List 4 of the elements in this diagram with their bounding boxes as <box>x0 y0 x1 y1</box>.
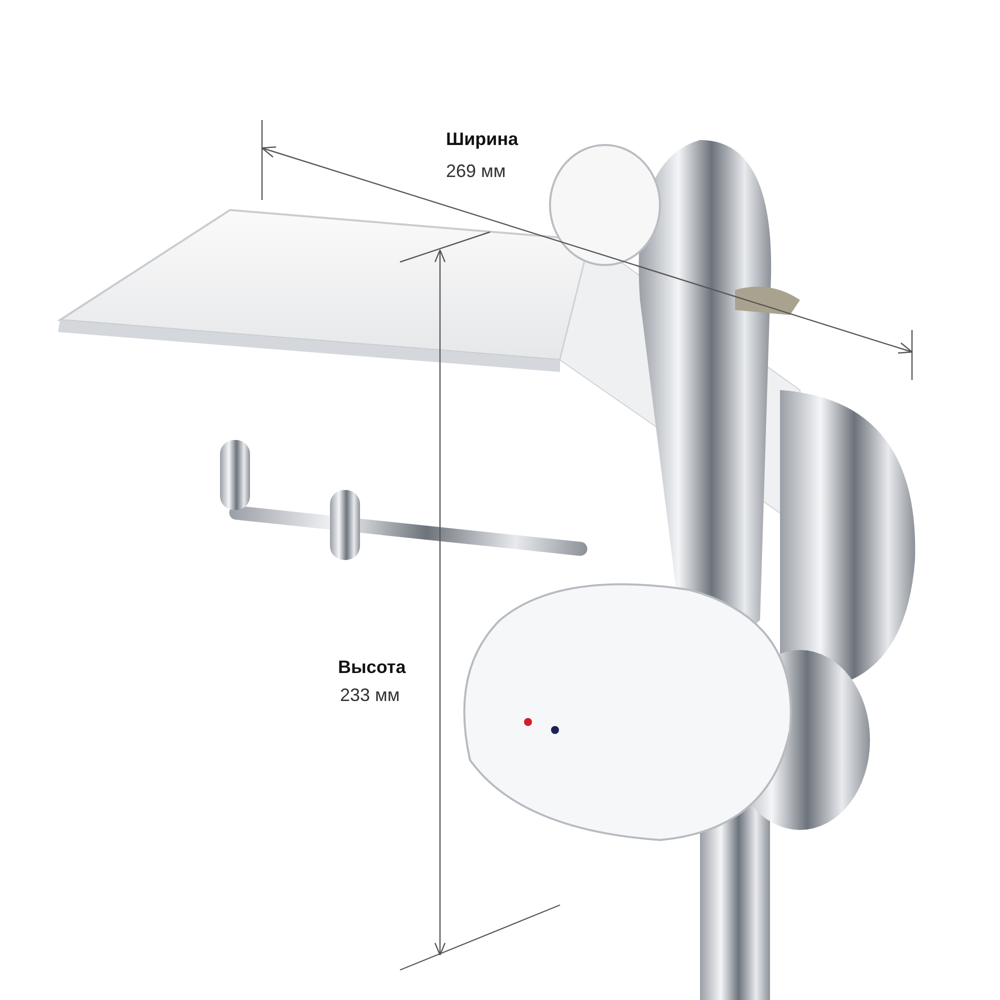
dimension-title: Ширина <box>446 128 518 150</box>
dimension-value: 269 мм <box>446 160 506 182</box>
dimension-title: Высота <box>338 656 406 678</box>
dimension-value: 233 мм <box>340 684 400 706</box>
